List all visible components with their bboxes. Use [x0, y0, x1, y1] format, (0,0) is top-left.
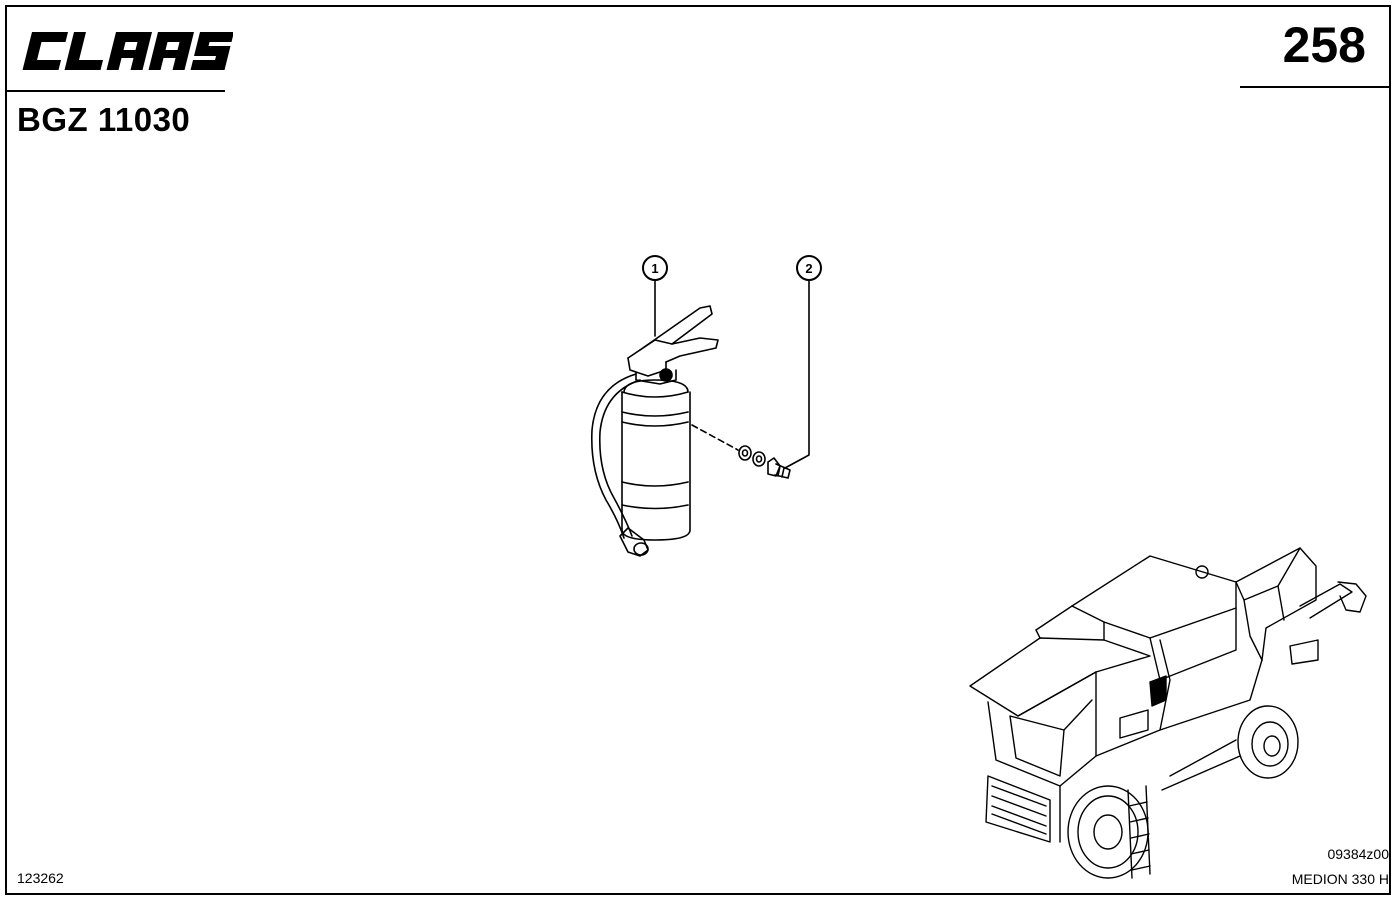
image-code: 09384z00 [1327, 846, 1389, 862]
callout-2: 2 [796, 255, 822, 281]
drawing-number: 123262 [17, 870, 64, 886]
page-number: 258 [1282, 17, 1366, 73]
header-rule-left [7, 90, 225, 92]
doc-code: BGZ 11030 [17, 101, 191, 138]
page-border [5, 5, 1391, 895]
model-name: MEDION 330 H [1291, 871, 1389, 887]
callout-1: 1 [642, 255, 668, 281]
header-rule-right [1240, 86, 1391, 88]
claas-logo [17, 28, 233, 74]
